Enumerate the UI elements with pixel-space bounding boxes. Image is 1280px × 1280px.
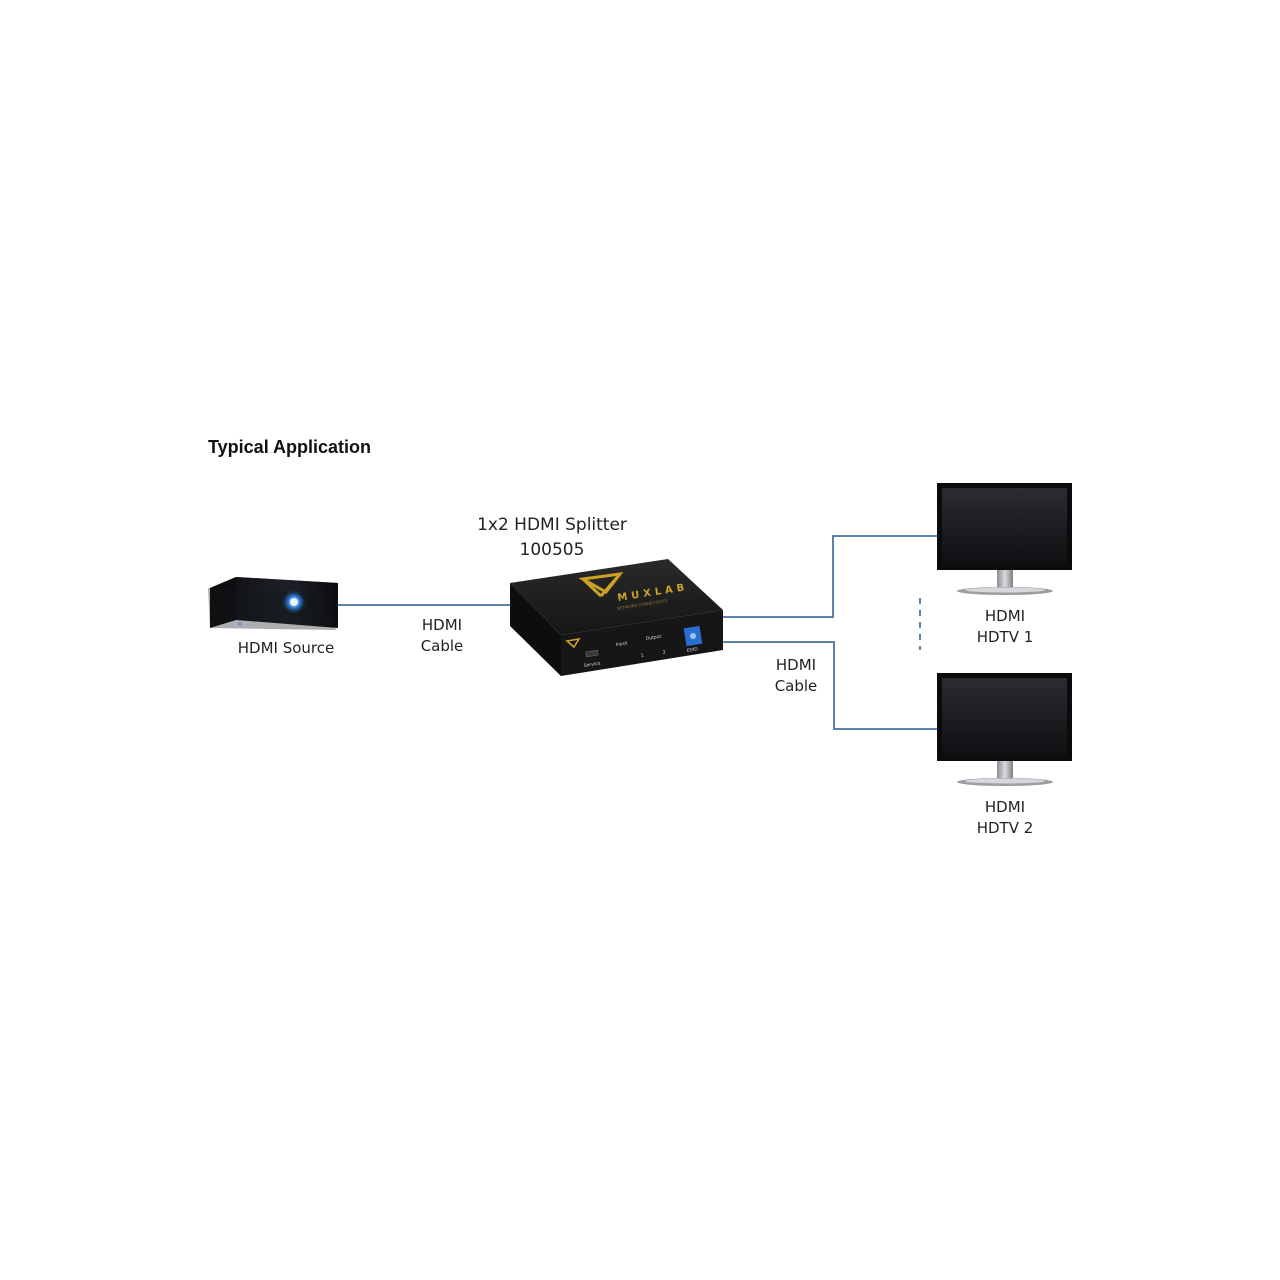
splitter-label: 1x2 HDMI Splitter 100505: [460, 513, 644, 563]
hdtv-monitor-icon: [937, 673, 1072, 786]
hdtv1-line2: HDTV 1: [955, 627, 1055, 648]
cable-in-line1: HDMI: [402, 615, 482, 636]
source-label: HDMI Source: [226, 638, 346, 659]
hdtv2-label: HDMI HDTV 2: [955, 797, 1055, 839]
cable-in-line2: Cable: [402, 636, 482, 657]
cable-splitter-to-hdtv1: [722, 536, 937, 617]
splitter-name: 1x2 HDMI Splitter: [460, 513, 644, 538]
splitter-model: 100505: [460, 538, 644, 563]
hdtv-monitor-icon: [937, 483, 1072, 595]
cable-in-label: HDMI Cable: [402, 615, 482, 657]
hdtv2-line2: HDTV 2: [955, 818, 1055, 839]
cable-out-line1: HDMI: [756, 655, 836, 676]
hdmi-source-box-icon: [208, 577, 338, 630]
hdmi-splitter-device-icon: MUXLAB NETWORK CONNECTIVITY Service Inpu…: [510, 559, 723, 676]
hdtv1-line1: HDMI: [955, 606, 1055, 627]
cable-out-label: HDMI Cable: [756, 655, 836, 697]
cable-out-line2: Cable: [756, 676, 836, 697]
hdtv1-label: HDMI HDTV 1: [955, 606, 1055, 648]
hdtv2-line1: HDMI: [955, 797, 1055, 818]
